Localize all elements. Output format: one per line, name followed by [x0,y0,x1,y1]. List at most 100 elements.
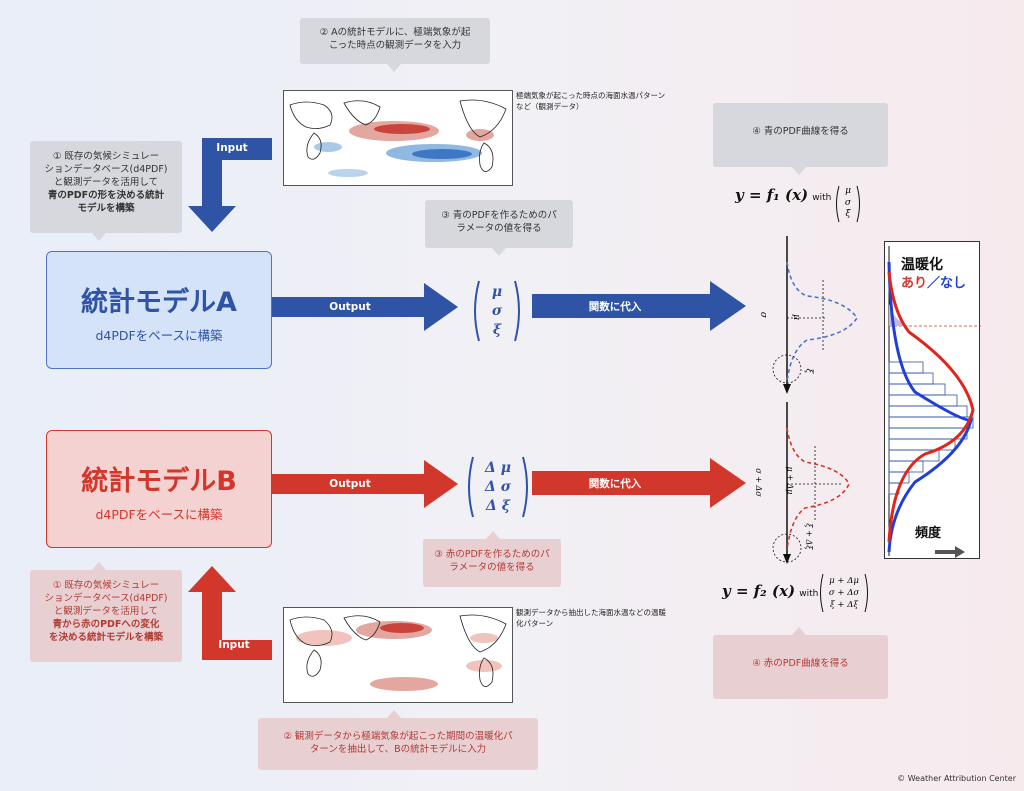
note-step2-bottom-tail [387,710,401,718]
blue-curve-label-mu: μ [790,314,801,320]
note-step3-red-text: ③ 赤のPDFを作るためのパラメータの値を得る [434,549,550,573]
note-step2-bottom: ② 観測データから極端気象が起こった期間の温暖化パターンを抽出して、Bの統計モデ… [258,718,538,770]
note-step4-blue-tail [792,167,806,175]
red-curve-label-mu: μ + Δμ [785,466,795,495]
histogram-red-curve [887,271,975,543]
output-arrow-bottom [272,460,458,508]
blue-pdf-axis-arrowhead [783,384,791,394]
histogram-title: 温暖化 [901,257,943,273]
red-param-values: Δ μ Δ σ Δ ξ [464,459,532,516]
note-step1-top-line3: と観測データを活用して [53,177,159,188]
substitute-arrow-top [532,281,746,331]
blue-curve-label-xi: ξ [803,368,814,374]
substitute-arrow-bottom [532,458,746,508]
sst-map-top-image [284,91,512,185]
model-a-title: 統計モデルA [81,287,237,318]
input-label-bottom: Input [218,639,250,651]
model-a-subtitle: d4PDFをベースに構築 [95,328,223,343]
frequency-arrow-icon [935,546,965,558]
note-step1-top-line2: ションデータベース(d4PDF) [44,164,168,175]
legend-separator: ／ [927,276,941,291]
note-step1-bottom-bold2: を決める統計モデルを構築 [48,632,163,643]
input-arrow-bottom [188,566,272,660]
equation-f2-lhs: y = f₂ (x) [722,582,796,600]
param-delta-xi: Δ ξ [485,498,511,514]
red-param-parens [468,456,528,518]
note-step1-bottom-line2: ションデータベース(d4PDF) [44,593,168,604]
output-label-bottom: Output [329,478,371,490]
note-step4-red: ④ 赤のPDF曲線を得る [713,635,888,699]
red-pdf-tail-circle [772,533,802,563]
red-pdf-curve [786,427,850,551]
note-step1-top-bold2: モデルを構築 [77,203,135,214]
note-step1-top: ① 既存の気候シミュレー ションデータベース(d4PDF) と観測データを活用し… [30,141,182,233]
note-step3-blue-text: ③ 青のPDFを作るためのパラメータの値を得る [441,210,557,234]
sst-map-bottom-image [284,608,512,702]
blue-param-vector: μ σ ξ [470,278,524,344]
equation-f1-params: μ σ ξ [834,184,862,224]
input-label-top: Input [216,142,248,154]
statistical-model-b: 統計モデルB d4PDFをベースに構築 [46,430,272,548]
legend-with-warming: あり [901,276,928,291]
equation-f1-with: with [812,193,832,203]
blue-param-values: μ σ ξ [470,283,524,340]
equation-f1: y = f₁ (x) with [735,186,905,204]
note-step4-blue: ④ 青のPDF曲線を得る [713,103,888,167]
substitute-label-bottom: 関数に代入 [588,478,642,490]
model-b-title: 統計モデルB [81,466,237,497]
sst-map-top [283,90,513,186]
model-b-subtitle: d4PDFをベースに構築 [95,507,223,522]
note-step1-top-line1: ① 既存の気候シミュレー [52,151,160,162]
equation-f2-parens [820,573,868,613]
input-arrow-top [188,138,272,232]
output-arrow-top [272,283,458,331]
red-param-vector: Δ μ Δ σ Δ ξ [464,454,532,520]
note-step3-blue-tail [492,248,506,256]
blue-pdf-curve [786,261,858,383]
note-step4-red-tail [792,627,806,635]
red-curve-label-xi: ξ + Δξ [804,523,814,550]
note-step1-bottom-bold1: 青から赤のPDFへの変化 [52,619,160,630]
param-mu: μ [491,284,503,300]
f1-param-sigma: σ [844,197,852,208]
note-step4-red-text: ④ 赤のPDF曲線を得る [752,658,849,669]
statistical-model-a: 統計モデルA d4PDFをベースに構築 [46,251,272,369]
equation-f2-params: μ + Δμ σ + Δσ ξ + Δξ [818,572,870,614]
pdf-curves [772,236,858,564]
note-step1-bottom-tail [92,562,106,570]
f2-param-mu: μ + Δμ [829,576,859,586]
output-label-top: Output [329,301,371,313]
blue-curve-label-sigma: σ [758,311,769,319]
equation-f1-lhs: y = f₁ (x) [735,186,809,204]
param-delta-sigma: Δ σ [484,479,512,495]
note-step3-blue: ③ 青のPDFを作るためのパラメータの値を得る [425,200,573,248]
param-sigma: σ [491,303,503,319]
sst-map-bottom [283,607,513,703]
note-step3-red: ③ 赤のPDFを作るためのパラメータの値を得る [423,539,561,587]
equation-f2-params-list: μ + Δμ σ + Δσ ξ + Δξ [818,575,870,611]
f2-param-xi: ξ + Δξ [829,600,859,610]
histogram-xlabel: 頻度 [915,526,942,541]
param-delta-mu: Δ μ [485,460,511,476]
equation-f2: y = f₂ (x) with [722,582,892,600]
note-step4-blue-text: ④ 青のPDF曲線を得る [752,126,849,137]
note-step1-bottom-line1: ① 既存の気候シミュレー [52,580,160,591]
f1-param-mu: μ [845,186,851,196]
f2-param-sigma: σ + Δσ [828,588,860,598]
histogram-legend: あり／なし [901,272,966,291]
note-step1-top-tail [92,233,106,241]
note-step1-bottom: ① 既存の気候シミュレー ションデータベース(d4PDF) と観測データを活用し… [30,570,182,662]
note-step2-top-tail [387,64,401,72]
red-curve-label-sigma: σ + Δσ [753,468,763,497]
red-pdf-axis-arrowhead [783,554,791,564]
f1-param-xi: ξ [845,209,851,219]
histogram-blue-curve [887,261,974,553]
note-step2-top-text: ② Aの統計モデルに、極端気象が起こった時点の観測データを入力 [319,27,471,51]
blue-pdf-tail-circle [772,354,802,384]
note-step2-top: ② Aの統計モデルに、極端気象が起こった時点の観測データを入力 [300,18,490,64]
sst-map-top-caption: 極端気象が起こった時点の海面水温パターンなど（観測データ） [516,91,666,111]
copyright: © Weather Attribution Center [897,774,1016,783]
histogram-plot [887,246,981,558]
equation-f1-params-list: μ σ ξ [834,186,862,221]
